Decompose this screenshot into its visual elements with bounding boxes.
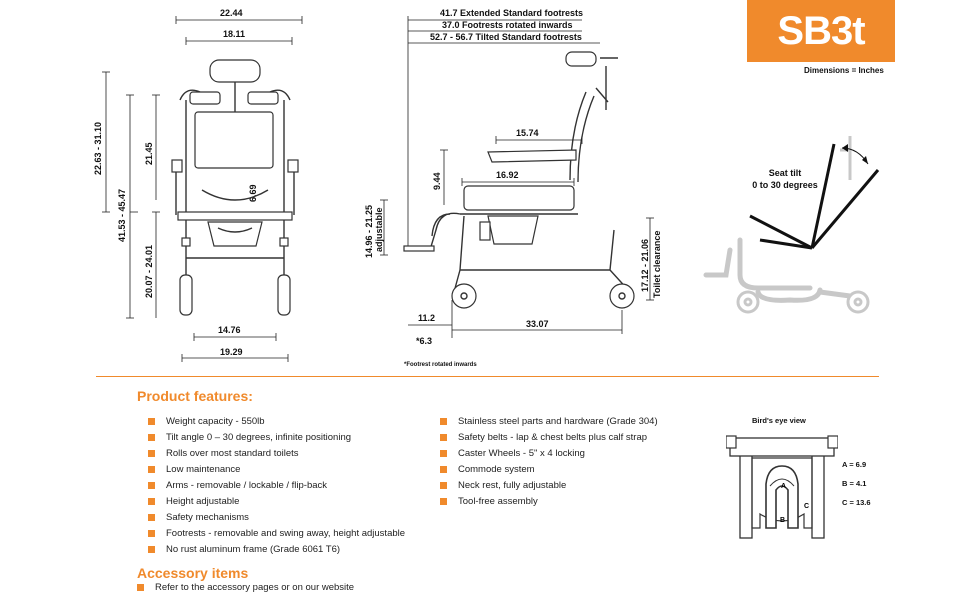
- bullet-square-icon: [440, 418, 447, 426]
- bullet-square-icon: [440, 434, 447, 442]
- features-list-right: Stainless steel parts and hardware (Grad…: [440, 414, 658, 509]
- feature-item: Weight capacity - 550lb: [148, 414, 405, 430]
- bullet-square-icon: [137, 584, 144, 592]
- bullet-square-icon: [440, 497, 447, 505]
- dim-front-offset: 11.2: [418, 313, 435, 323]
- dim-toilet-clearance-label: Toilet clearance: [652, 231, 662, 298]
- tilt-caption: Seat tilt 0 to 30 degrees: [742, 167, 828, 191]
- bullet-square-icon: [148, 497, 155, 505]
- dim-wheelbase: 33.07: [526, 319, 549, 329]
- side-length-line-2: 37.0 Footrests rotated inwards: [442, 20, 573, 30]
- birds-eye-drawing: A B C: [726, 435, 838, 539]
- birds-eye-value-a: A = 6.9: [842, 460, 867, 469]
- section-divider: [96, 376, 879, 377]
- side-length-line-1: 41.7 Extended Standard footrests: [440, 8, 583, 18]
- birds-eye-title: Bird's eye view: [752, 416, 806, 425]
- feature-item: Footrests - removable and swing away, he…: [148, 525, 405, 541]
- side-length-line-3: 52.7 - 56.7 Tilted Standard footrests: [430, 32, 582, 42]
- feature-item: Low maintenance: [148, 462, 405, 478]
- dim-arm-height: 6.69: [248, 184, 258, 202]
- bullet-square-icon: [148, 513, 155, 521]
- dim-inner-base-width: 14.76: [218, 325, 241, 335]
- feature-item: Arms - removable / lockable / flip-back: [148, 478, 405, 494]
- bullet-square-icon: [148, 482, 155, 489]
- accessory-heading: Accessory items: [137, 565, 249, 581]
- accessory-list: Refer to the accessory pages or on our w…: [137, 580, 354, 596]
- dim-footrest-range: 14.96 - 21.25: [364, 205, 374, 258]
- units-note: Dimensions = Inches: [804, 66, 884, 75]
- dim-toilet-clearance-range: 17.12 - 21.06: [640, 239, 650, 292]
- bullet-square-icon: [440, 466, 447, 474]
- feature-item: Caster Wheels - 5" x 4 locking: [440, 446, 658, 462]
- bullet-square-icon: [148, 434, 155, 442]
- dim-footrest-label: adjustable: [374, 207, 384, 252]
- dim-total-height-range: 41.53 - 45.47: [117, 189, 127, 242]
- side-view-footnote: *Footrest rotated inwards: [404, 362, 477, 368]
- dim-arm-length: 15.74: [516, 128, 539, 138]
- feature-item: No rust aluminum frame (Grade 6061 T6): [148, 541, 405, 557]
- dim-outer-base-width: 19.29: [220, 347, 243, 357]
- dim-back-height-range: 22.63 - 31.10: [93, 122, 103, 175]
- birds-eye-marker-c: C: [804, 503, 809, 510]
- model-badge: SB3t: [747, 0, 895, 62]
- dim-arm-rest-height: 9.44: [432, 172, 442, 190]
- bullet-square-icon: [440, 482, 447, 489]
- accessory-item: Refer to the accessory pages or on our w…: [137, 580, 354, 596]
- bullet-square-icon: [440, 450, 447, 458]
- dim-seat-width: 18.11: [223, 29, 245, 39]
- tilt-caption-line-2: 0 to 30 degrees: [752, 180, 818, 190]
- side-view-drawing: 41.7 Extended Standard footrests 37.0 Fo…: [364, 8, 662, 346]
- feature-item: Commode system: [440, 462, 658, 478]
- bullet-square-icon: [148, 466, 155, 474]
- bullet-square-icon: [148, 418, 155, 426]
- bullet-square-icon: [148, 545, 155, 553]
- dim-back-height: 21.45: [144, 142, 154, 165]
- dim-seat-height-range: 20.07 - 24.01: [144, 245, 154, 298]
- bullet-square-icon: [148, 529, 155, 537]
- tilt-diagram: [703, 136, 880, 314]
- birds-eye-marker-b: B: [780, 517, 785, 524]
- feature-item: Tool-free assembly: [440, 493, 658, 509]
- feature-item: Neck rest, fully adjustable: [440, 478, 658, 494]
- birds-eye-value-b: B = 4.1: [842, 479, 867, 488]
- dim-overall-width: 22.44: [220, 8, 243, 18]
- dim-seat-depth: 16.92: [496, 170, 519, 180]
- feature-item: Stainless steel parts and hardware (Grad…: [440, 414, 658, 430]
- features-list-left: Weight capacity - 550lb Tilt angle 0 – 3…: [148, 414, 405, 557]
- front-view-drawing: 22.44 18.11 22.63 - 31.10 41.53 - 45.47 …: [93, 8, 303, 362]
- birds-eye-marker-a: A: [781, 483, 786, 490]
- feature-item: Safety belts - lap & chest belts plus ca…: [440, 430, 658, 446]
- feature-item: Height adjustable: [148, 493, 405, 509]
- feature-item: Tilt angle 0 – 30 degrees, infinite posi…: [148, 430, 405, 446]
- features-heading: Product features:: [137, 388, 253, 404]
- feature-item: Safety mechanisms: [148, 509, 405, 525]
- bullet-square-icon: [148, 450, 155, 458]
- dim-front-offset-rotated: *6.3: [416, 336, 432, 346]
- tilt-caption-line-1: Seat tilt: [768, 168, 802, 178]
- birds-eye-value-c: C = 13.6: [842, 498, 871, 507]
- feature-item: Rolls over most standard toilets: [148, 446, 405, 462]
